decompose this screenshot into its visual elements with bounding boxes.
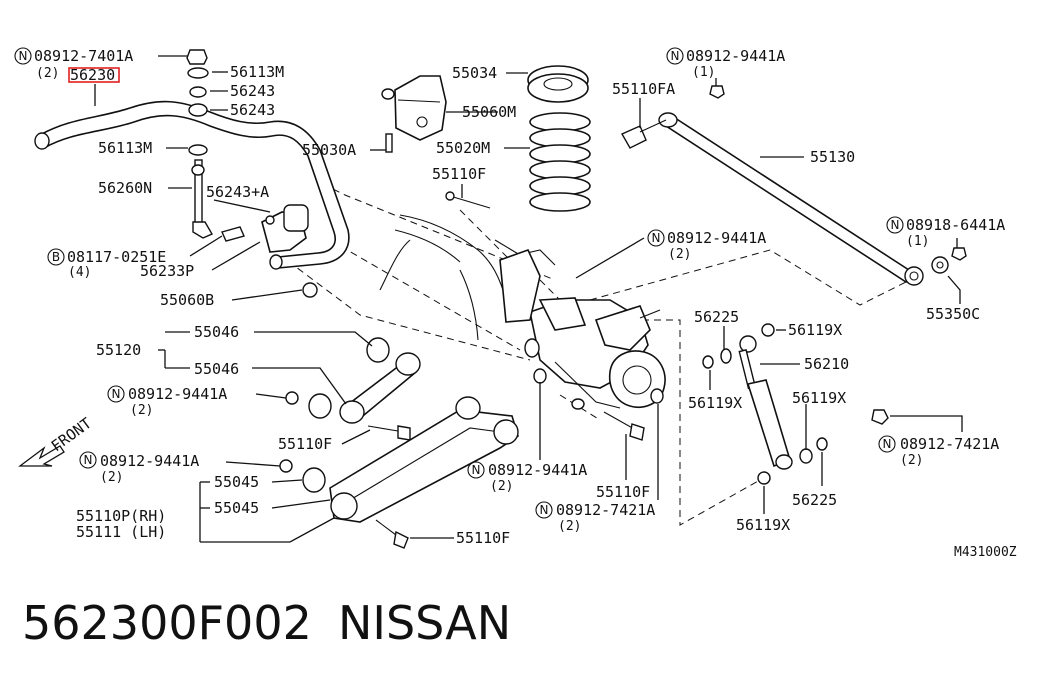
label-56119x[interactable]: 56119X: [736, 516, 790, 534]
label-55111-lh[interactable]: 55111 (LH): [76, 523, 166, 541]
n-symbol: N: [883, 437, 892, 451]
label-08912-9441a[interactable]: 08912-9441A: [686, 47, 785, 65]
label-08912-7421a[interactable]: 08912-7421A: [900, 435, 999, 453]
label-qty: (2): [490, 479, 513, 494]
circled-prefix-symbols: N N N N B N N N N N: [14, 47, 904, 519]
label-55110f[interactable]: 55110F: [278, 435, 332, 453]
label-qty: (2): [36, 66, 59, 81]
label-08912-9441a[interactable]: 08912-9441A: [488, 461, 587, 479]
label-55060m[interactable]: 55060M: [462, 103, 516, 121]
label-55045[interactable]: 55045: [214, 473, 259, 491]
label-55350c[interactable]: 55350C: [926, 305, 980, 323]
axle-housing: [499, 249, 666, 410]
footer-part-number: 562300F002: [22, 596, 312, 650]
n-symbol: N: [112, 387, 121, 401]
b-symbol: B: [52, 250, 60, 264]
n-symbol: N: [652, 231, 661, 245]
label-08912-7421a[interactable]: 08912-7421A: [556, 501, 655, 519]
lower-link-55110p-55111[interactable]: [279, 368, 664, 549]
stabilizer-hardware-stack[interactable]: [186, 49, 213, 239]
label-56243[interactable]: 56243: [230, 101, 275, 119]
label-qty: (2): [558, 519, 581, 534]
label-55130[interactable]: 55130: [810, 148, 855, 166]
label-56113m[interactable]: 56113M: [230, 63, 284, 81]
label-qty: (4): [68, 265, 91, 280]
label-56230-highlighted[interactable]: 56230: [70, 66, 115, 84]
label-56119x[interactable]: 56119X: [792, 389, 846, 407]
lateral-rod-55130[interactable]: [621, 85, 967, 286]
shock-absorber-56210[interactable]: [702, 323, 889, 485]
n-symbol: N: [19, 49, 28, 63]
n-symbol: N: [540, 503, 549, 517]
label-qty: (2): [100, 470, 123, 485]
label-08912-9441a[interactable]: 08912-9441A: [128, 385, 227, 403]
front-label: FRONT: [48, 414, 95, 455]
bracket-55060m[interactable]: [381, 75, 447, 153]
label-56243-a[interactable]: 56243+A: [206, 183, 269, 201]
n-symbol: N: [891, 218, 900, 232]
label-56225[interactable]: 56225: [694, 308, 739, 326]
label-qty: (1): [906, 234, 929, 249]
label-55110fa[interactable]: 55110FA: [612, 80, 675, 98]
front-arrow-icon: [18, 445, 65, 467]
label-55046[interactable]: 55046: [194, 323, 239, 341]
label-qty: (1): [692, 65, 715, 80]
label-56233p[interactable]: 56233P: [140, 262, 194, 280]
bushing-bracket-56233p[interactable]: [221, 204, 309, 253]
label-55110p-rh[interactable]: 55110P(RH): [76, 507, 166, 525]
diagram-ref-code: M431000Z: [954, 545, 1017, 560]
label-56210[interactable]: 56210: [804, 355, 849, 373]
label-56225[interactable]: 56225: [792, 491, 837, 509]
label-55034[interactable]: 55034: [452, 64, 497, 82]
label-qty: (2): [900, 453, 923, 468]
label-08912-9441a[interactable]: 08912-9441A: [100, 452, 199, 470]
label-56243[interactable]: 56243: [230, 82, 275, 100]
footer-brand: NISSAN: [338, 596, 512, 650]
stabilizer-bar-56230[interactable]: [34, 100, 350, 270]
leader-lines: [94, 55, 963, 543]
label-55110f[interactable]: 55110F: [432, 165, 486, 183]
label-08912-7401a[interactable]: 08912-7401A: [34, 47, 133, 65]
label-56113m[interactable]: 56113M: [98, 139, 152, 157]
label-08918-6441a[interactable]: 08918-6441A: [906, 216, 1005, 234]
highlight-box-56230: [68, 67, 120, 83]
label-55046[interactable]: 55046: [194, 360, 239, 378]
label-qty: (2): [668, 247, 691, 262]
spring-seat-55034[interactable]: [527, 65, 589, 103]
upper-link-55120[interactable]: [285, 337, 421, 441]
label-56119x[interactable]: 56119X: [788, 321, 842, 339]
label-56260n[interactable]: 56260N: [98, 179, 152, 197]
label-08912-9441a[interactable]: 08912-9441A: [667, 229, 766, 247]
label-55045[interactable]: 55045: [214, 499, 259, 517]
coil-spring-55020m[interactable]: [529, 112, 591, 212]
n-symbol: N: [472, 463, 481, 477]
part-labels: 08912-7401A (2) 56230 56113M 56243 56243…: [34, 47, 1017, 560]
nut-55060b[interactable]: [302, 282, 318, 298]
label-55110f[interactable]: 55110F: [596, 483, 650, 501]
label-55020m[interactable]: 55020M: [436, 139, 490, 157]
label-55060b[interactable]: 55060B: [160, 291, 214, 309]
label-08117-0251e[interactable]: 08117-0251E: [67, 248, 166, 266]
n-symbol: N: [84, 453, 93, 467]
n-symbol: N: [671, 49, 680, 63]
label-55110f[interactable]: 55110F: [456, 529, 510, 547]
label-55030a[interactable]: 55030A: [302, 141, 356, 159]
label-55120[interactable]: 55120: [96, 341, 141, 359]
bolt-55110f-top[interactable]: [445, 191, 491, 209]
label-qty: (2): [130, 403, 153, 418]
label-56119x[interactable]: 56119X: [688, 394, 742, 412]
